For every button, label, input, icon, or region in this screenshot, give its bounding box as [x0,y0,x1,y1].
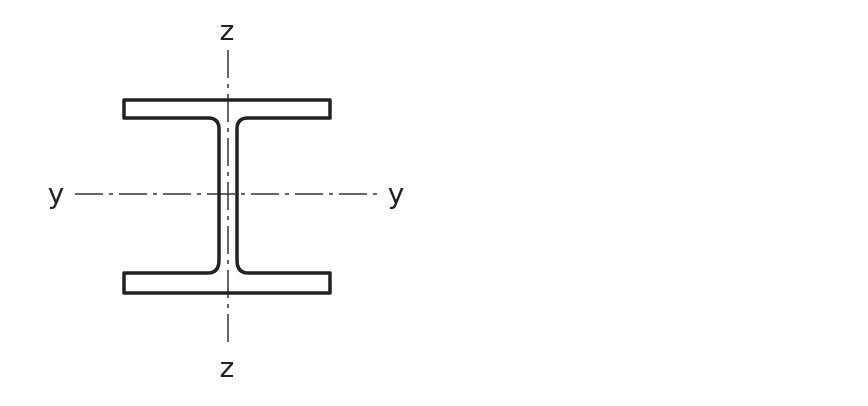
y-axis-label-left: y [48,177,65,210]
y-axis-label-right: y [388,177,405,210]
z-axis-label-bottom: z [220,351,235,384]
z-axis-label-top: z [220,14,235,47]
i-beam-outline [122,98,332,295]
